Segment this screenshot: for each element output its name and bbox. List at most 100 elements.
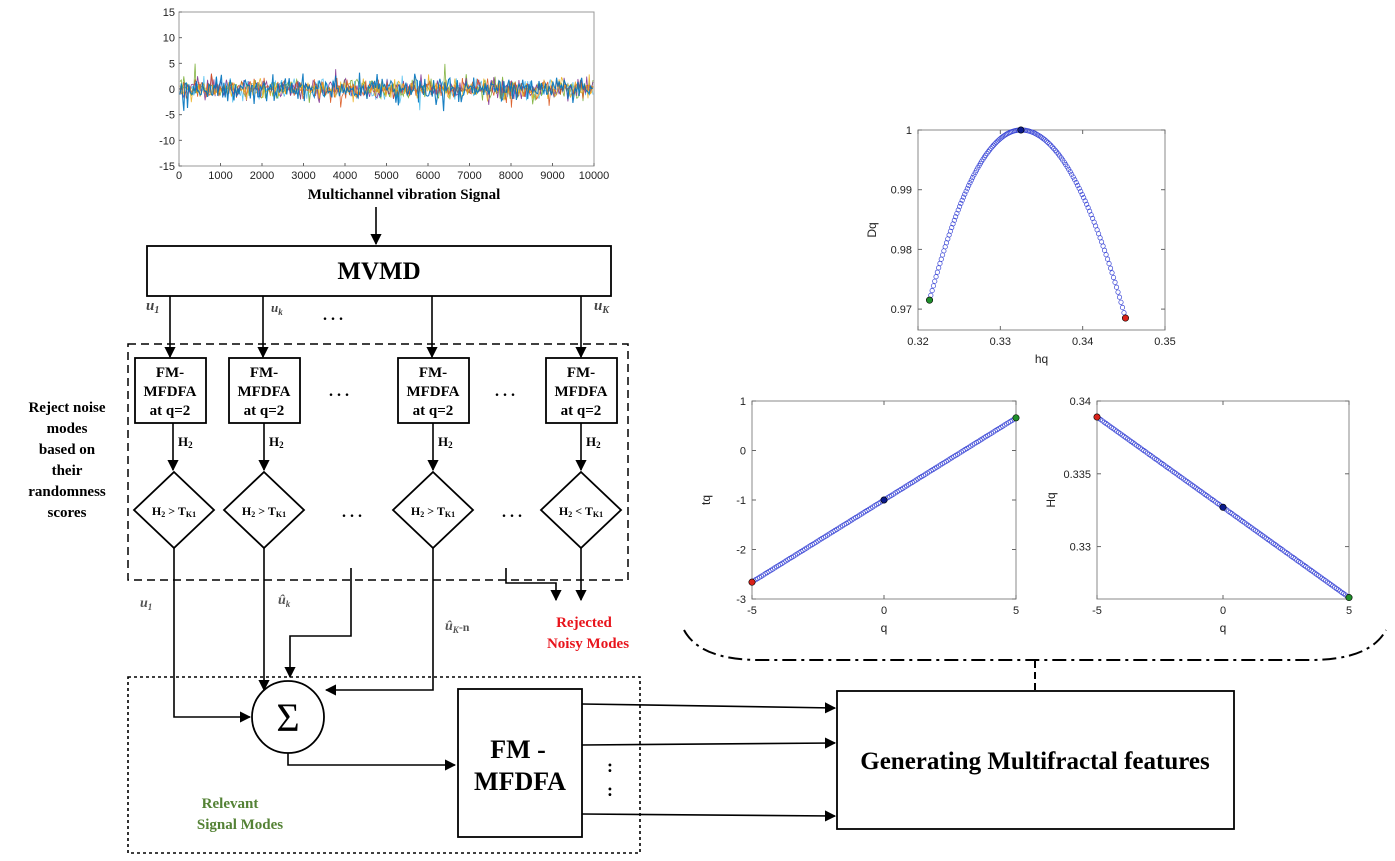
data-point: [1042, 137, 1048, 143]
y-tick-label: 0.99: [891, 185, 912, 197]
data-point: [987, 147, 993, 153]
diamond-ellipsis-2: . . .: [502, 504, 522, 521]
data-point: [968, 177, 974, 183]
mode-uK-label: uK: [594, 298, 610, 316]
svg-text:H2: H2: [586, 434, 601, 450]
svg-text:FM-: FM-: [567, 365, 595, 381]
data-point: [971, 172, 977, 178]
signal-x-tick-label: 8000: [499, 170, 523, 182]
x-axis-label: q: [881, 621, 888, 635]
data-point: [972, 169, 978, 176]
data-point: [1075, 182, 1081, 188]
svg-text:FM-: FM-: [419, 365, 447, 381]
reject-line-4: their: [52, 463, 83, 479]
data-point: [1072, 177, 1078, 183]
data-point: [1107, 265, 1114, 271]
data-point: [930, 283, 936, 289]
y-tick-label: 0: [740, 446, 746, 458]
data-point: [1045, 139, 1051, 145]
x-tick-label: 0.33: [990, 336, 1011, 348]
data-point: [1113, 284, 1120, 290]
reject-line-6: scores: [48, 505, 87, 521]
y-axis-label: Hq: [1044, 492, 1058, 507]
noise-rejection-region: [127, 343, 629, 581]
svg-text:H2: H2: [438, 434, 453, 450]
y-tick-label: 1: [740, 396, 746, 408]
decision-diamond-2: H2 > TK1: [222, 470, 306, 550]
data-point: [1049, 144, 1055, 150]
plot-frame: [917, 129, 1166, 331]
end-marker: [1093, 413, 1101, 421]
y-tick-label: -3: [736, 594, 746, 606]
mode-output-lines: [173, 548, 587, 723]
svg-text:H2: H2: [178, 434, 193, 450]
vertical-dots-1: :: [607, 756, 613, 776]
data-point: [949, 224, 955, 231]
fm-ellipsis-2: . . .: [495, 383, 515, 400]
reject-line-3: based on: [39, 442, 96, 458]
relevant-line-2: Signal Modes: [197, 817, 283, 833]
data-point: [963, 188, 969, 194]
out-u1-label: u1: [140, 596, 152, 612]
data-point: [1070, 174, 1076, 180]
start-marker: [926, 296, 934, 304]
x-tick-label: -5: [1092, 605, 1102, 617]
relevant-line-1: Relevant: [202, 796, 259, 812]
y-axis-label: Dq: [865, 222, 879, 237]
fm-mfdfa-line1: FM -: [490, 735, 546, 764]
fm-mfdfa-line2: MFDFA: [474, 767, 566, 796]
reject-line-5: randomness: [28, 484, 106, 500]
out-uk-hat-label: ûk: [278, 593, 291, 609]
rejected-line-1: Rejected: [556, 615, 612, 631]
x-tick-label: 0: [881, 605, 887, 617]
data-point: [1110, 274, 1117, 281]
data-point: [1051, 146, 1057, 152]
signal-y-tick-label: -15: [159, 161, 175, 173]
data-point: [1079, 191, 1085, 198]
signal-y-tick-label: 15: [163, 7, 175, 19]
svg-text:H2: H2: [269, 434, 284, 450]
signal-x-tick-label: 0: [176, 170, 182, 182]
fm-block-2: FM- MFDFA at q=2: [228, 357, 301, 424]
svg-text:MFDFA: MFDFA: [143, 384, 196, 400]
svg-text:H2 > TK1: H2 > TK1: [411, 504, 455, 519]
decision-diamond-4: H2 < TK1: [539, 470, 623, 550]
data-point: [1084, 201, 1090, 207]
data-point: [1000, 134, 1006, 140]
data-point: [1002, 132, 1008, 138]
data-point: [1040, 136, 1046, 142]
feature-arrows: [581, 702, 837, 822]
svg-text:H2 > TK1: H2 > TK1: [152, 504, 196, 519]
data-point: [1081, 195, 1087, 201]
svg-text:MFDFA: MFDFA: [554, 384, 607, 400]
x-tick-label: 0: [1220, 605, 1226, 617]
x-tick-label: -5: [747, 605, 757, 617]
svg-text:at q=2: at q=2: [413, 403, 454, 419]
features-label: Generating Multifractal features: [860, 748, 1210, 775]
data-point: [1048, 142, 1054, 148]
plots-brace: [683, 629, 1387, 661]
y-tick-label: 0.335: [1063, 469, 1091, 481]
fm-mfdfa-box: [457, 688, 583, 838]
data-point: [962, 191, 968, 197]
data-point: [1001, 133, 1007, 139]
data-point: [1112, 279, 1118, 285]
signal-x-tick-label: 9000: [540, 170, 564, 182]
data-point: [1046, 141, 1052, 147]
mid-marker: [880, 496, 888, 504]
x-axis-label: hq: [1035, 352, 1048, 366]
fm-ellipsis-1: . . .: [329, 383, 349, 400]
svg-text:MFDFA: MFDFA: [406, 384, 459, 400]
mode-uk-label: uk: [271, 300, 283, 317]
start-marker: [1012, 414, 1020, 422]
mode-ellipsis: . . .: [323, 307, 343, 324]
plot-frame: [1096, 400, 1350, 600]
data-point: [1103, 252, 1109, 258]
signal-y-tick-label: -5: [165, 110, 175, 122]
mode-u1-label: u1: [146, 298, 159, 316]
reject-line-1: Reject noise: [28, 400, 105, 416]
